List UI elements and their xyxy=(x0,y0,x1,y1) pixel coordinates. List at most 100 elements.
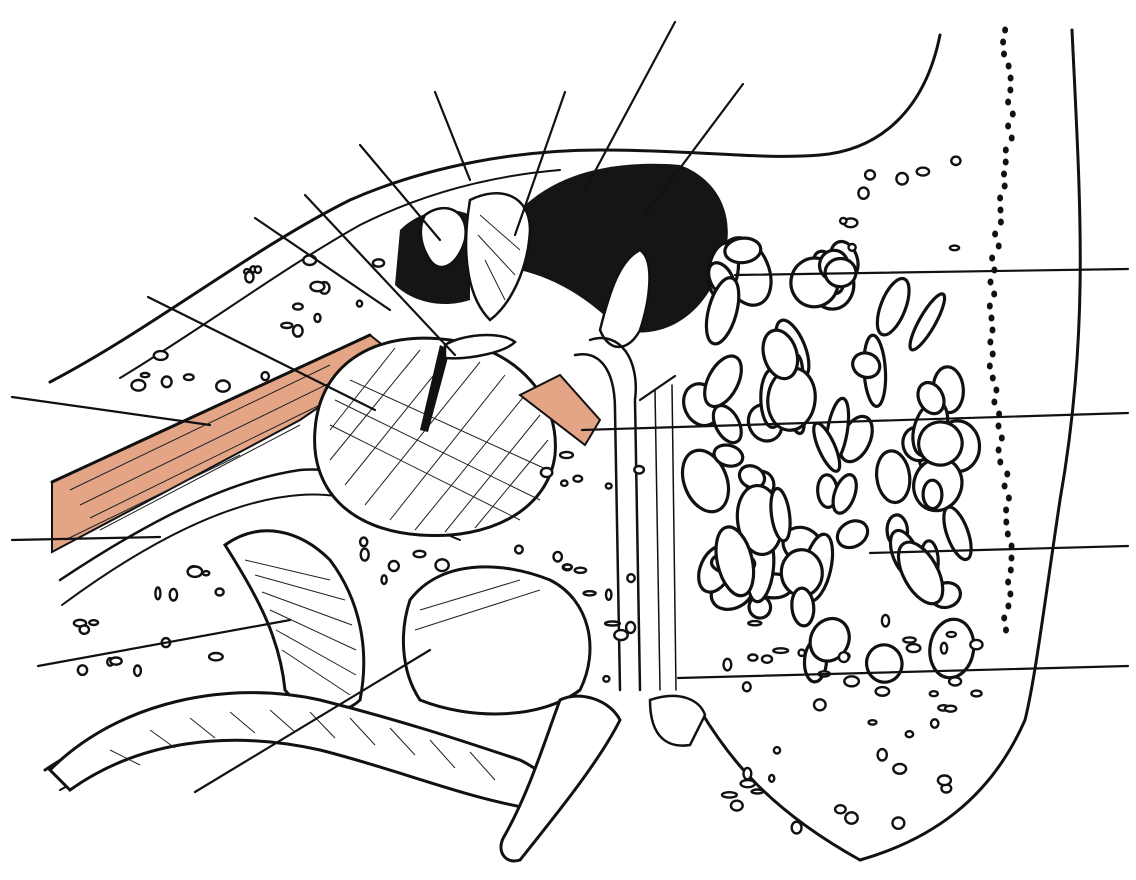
suture-dot xyxy=(1002,26,1009,34)
air-cell xyxy=(761,328,800,381)
bone-pore xyxy=(244,270,255,284)
suture-dot xyxy=(991,398,998,406)
bone-pore xyxy=(132,664,143,678)
bone-pore xyxy=(880,613,891,628)
suture-dot xyxy=(1008,554,1015,562)
bone-pore xyxy=(867,719,878,726)
leader-line-12 xyxy=(193,648,432,794)
air-cell xyxy=(942,505,973,562)
suture-dot xyxy=(1001,182,1008,190)
bone-pore xyxy=(559,479,569,488)
bone-pore xyxy=(358,536,369,548)
bone-pore xyxy=(928,690,939,698)
air-cell xyxy=(704,276,741,346)
bone-pore xyxy=(945,630,958,639)
bone-pore xyxy=(412,549,427,559)
tensor-muscle-strip xyxy=(50,333,397,554)
bone-pore xyxy=(790,820,803,835)
suture-dot xyxy=(1000,38,1007,46)
suture-dot xyxy=(1001,614,1008,622)
bone-pore xyxy=(139,371,151,379)
bone-pore xyxy=(936,774,953,787)
bone-pore xyxy=(722,657,733,672)
air-cell xyxy=(916,380,946,416)
leader-line-16 xyxy=(676,664,1130,680)
bone-pore xyxy=(939,641,949,655)
bone-pore xyxy=(573,566,588,575)
leader-line-2 xyxy=(513,90,567,237)
suture-dot xyxy=(987,278,994,286)
suture-dot xyxy=(1002,158,1009,166)
suture-dot xyxy=(997,218,1004,226)
suture-dot xyxy=(986,362,993,370)
suture-dot xyxy=(1005,602,1012,610)
bone-pore xyxy=(313,312,322,324)
bone-pore xyxy=(970,689,983,698)
bone-pore xyxy=(624,620,637,635)
lower-vessels xyxy=(47,529,707,863)
suture-dot xyxy=(997,458,1004,466)
air-cell xyxy=(875,449,912,505)
suture-dot xyxy=(988,314,995,322)
bone-pore xyxy=(797,648,807,658)
suture-dot xyxy=(1002,146,1009,154)
leader-line-10 xyxy=(10,535,162,542)
leader-line-17 xyxy=(638,374,677,402)
bone-pore xyxy=(160,375,173,389)
bone-pore xyxy=(750,788,765,795)
bone-pore xyxy=(943,704,958,713)
air-cell xyxy=(723,236,763,265)
bone-pore xyxy=(539,466,554,479)
suture-dot xyxy=(1005,494,1012,502)
bone-pore xyxy=(78,624,91,635)
bone-pore xyxy=(207,651,224,662)
bone-pore xyxy=(201,569,211,577)
air-cell xyxy=(703,354,743,409)
bone-pore xyxy=(291,302,304,311)
bone-pore xyxy=(905,642,922,654)
suture-dot xyxy=(1001,50,1007,58)
bone-pore xyxy=(915,166,931,177)
bone-pore xyxy=(838,216,848,226)
bone-pore xyxy=(874,685,891,697)
bone-pore xyxy=(302,254,318,267)
bone-pore xyxy=(844,811,859,825)
bone-pore xyxy=(434,558,450,573)
bone-pore xyxy=(371,258,386,268)
air-cell xyxy=(835,519,870,550)
suture-dot xyxy=(1004,530,1011,538)
bone-pore xyxy=(253,265,263,275)
bone-pore xyxy=(947,676,963,687)
bone-pore xyxy=(562,563,573,571)
suture-dot xyxy=(996,410,1003,418)
leader-line-7 xyxy=(253,216,392,312)
bone-pore xyxy=(558,450,575,460)
air-cell xyxy=(921,478,944,511)
suture-dot xyxy=(1003,506,1010,514)
air-cell xyxy=(712,443,745,468)
leader-line-13 xyxy=(733,267,1130,277)
bone-pore xyxy=(760,654,774,664)
bone-pore xyxy=(552,550,564,563)
mastoid-air-cells xyxy=(680,236,982,684)
bone-pore xyxy=(863,169,877,181)
bone-pore xyxy=(891,816,906,830)
bone-pore xyxy=(613,628,629,642)
bone-pore xyxy=(747,619,763,627)
suture-dot xyxy=(1008,542,1015,550)
leader-line-4 xyxy=(643,82,745,217)
suture-dot xyxy=(1005,122,1012,130)
suture-dot xyxy=(1001,482,1008,490)
bone-pore xyxy=(626,572,636,584)
suture-dot xyxy=(987,338,994,346)
bone-pore xyxy=(747,653,759,662)
suture-dot xyxy=(995,242,1002,250)
air-cell xyxy=(737,464,767,490)
air-cell xyxy=(896,540,945,606)
suture-dot xyxy=(1003,518,1010,526)
bone-pore xyxy=(186,565,204,579)
bone-pore xyxy=(833,804,847,815)
bone-pore xyxy=(948,244,961,252)
suture-dot xyxy=(995,422,1002,430)
suture-dot xyxy=(993,386,1000,394)
